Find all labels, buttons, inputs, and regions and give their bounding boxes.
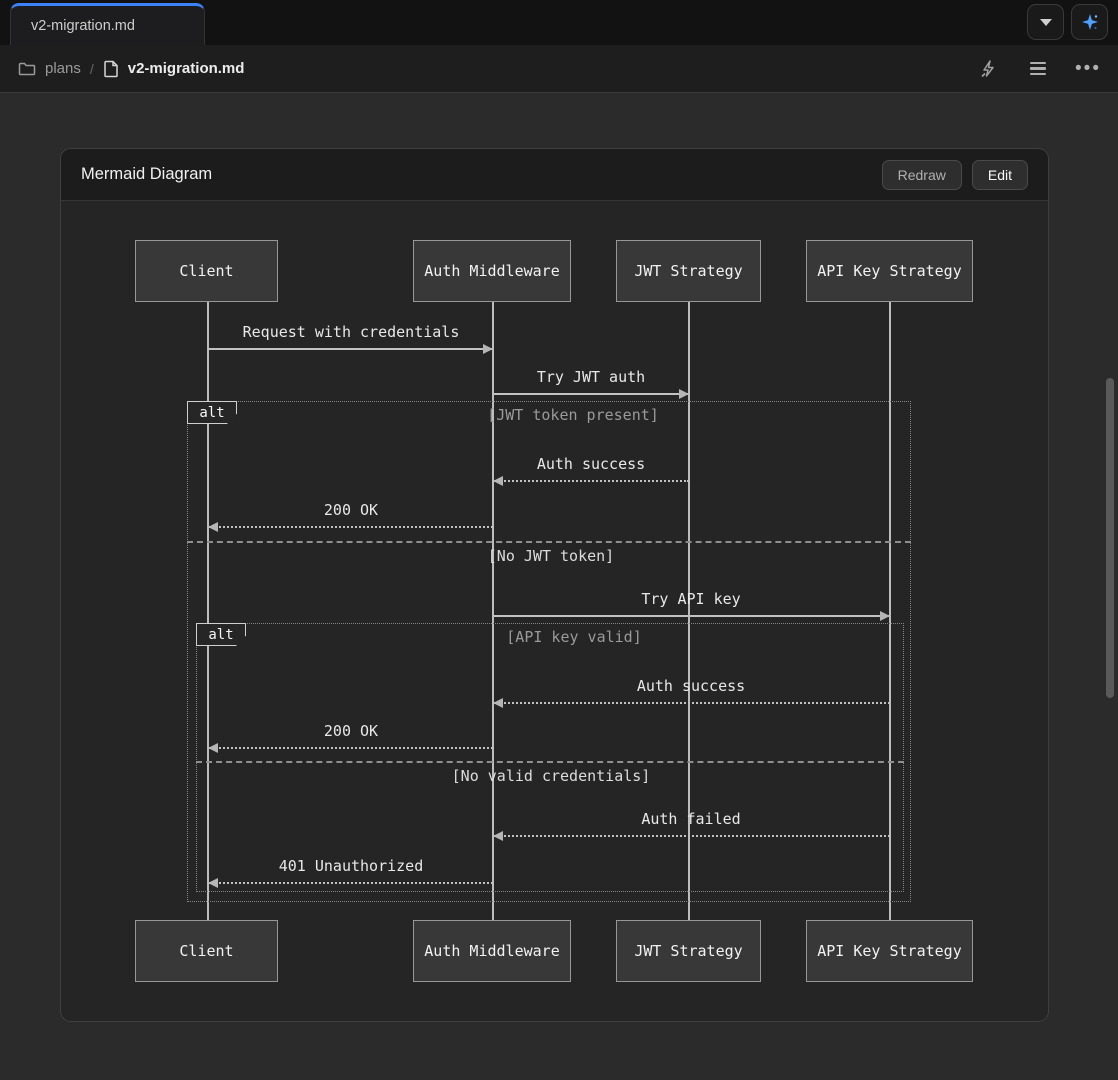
actor-auth-middleware-bottom: Auth Middleware xyxy=(413,920,571,982)
alt-condition: [API key valid] xyxy=(506,628,642,646)
message-label: Try API key xyxy=(641,590,741,608)
message-line xyxy=(493,702,890,704)
message-line xyxy=(493,393,689,395)
main-content: Mermaid Diagram Redraw Edit Client Auth … xyxy=(0,93,1118,1080)
message-line xyxy=(493,835,890,837)
message-label: 200 OK xyxy=(323,722,379,740)
breadcrumb-file[interactable]: v2-migration.md xyxy=(127,60,245,77)
panel-buttons: Redraw Edit xyxy=(881,159,1028,190)
alt-condition: [No JWT token] xyxy=(487,547,615,565)
actor-jwt-strategy-bottom: JWT Strategy xyxy=(616,920,761,982)
redraw-button[interactable]: Redraw xyxy=(881,159,962,190)
lifeline-client xyxy=(207,302,209,920)
ai-assistant-button[interactable] xyxy=(1071,4,1108,40)
panel-title: Mermaid Diagram xyxy=(81,165,213,183)
message-label: 200 OK xyxy=(323,501,379,519)
arrowhead-right xyxy=(679,389,689,399)
actor-label: JWT Strategy xyxy=(634,262,743,280)
actor-label: API Key Strategy xyxy=(817,942,962,960)
alt-frame-1-label: alt xyxy=(187,401,237,424)
message-line xyxy=(493,615,890,617)
arrowhead-right xyxy=(880,611,890,621)
alt-frame-2 xyxy=(196,623,904,892)
list-icon[interactable] xyxy=(1026,57,1050,81)
alt-condition: [No valid credentials] xyxy=(451,767,651,785)
lifeline-auth-middleware xyxy=(492,302,494,920)
message-line xyxy=(208,526,493,528)
actor-client-top: Client xyxy=(135,240,278,302)
actor-label: Auth Middleware xyxy=(424,262,560,280)
lifeline-api-key-strategy xyxy=(889,302,891,920)
arrowhead-left xyxy=(493,831,503,841)
arrowhead-left xyxy=(493,476,503,486)
actor-label: Client xyxy=(179,942,234,960)
message-line xyxy=(208,747,493,749)
message-line xyxy=(208,348,493,350)
tab-dropdown-button[interactable] xyxy=(1027,4,1064,40)
message-label: Request with credentials xyxy=(242,323,460,341)
panel-header: Mermaid Diagram Redraw Edit xyxy=(61,149,1048,201)
chevron-down-icon xyxy=(1039,18,1052,26)
breadcrumb-separator: / xyxy=(89,60,94,77)
tab-bar: v2-migration.md xyxy=(0,0,1118,45)
arrowhead-right xyxy=(483,344,493,354)
actor-auth-middleware-top: Auth Middleware xyxy=(413,240,571,302)
message-label: Auth success xyxy=(636,677,746,695)
folder-icon xyxy=(18,61,36,77)
arrowhead-left xyxy=(208,743,218,753)
message-line xyxy=(208,882,493,884)
actor-api-key-strategy-top: API Key Strategy xyxy=(806,240,973,302)
message-label: Auth success xyxy=(536,455,646,473)
tab-actions xyxy=(1027,4,1108,40)
message-label: Try JWT auth xyxy=(536,368,646,386)
ellipsis-icon[interactable]: ••• xyxy=(1075,57,1101,79)
arrowhead-left xyxy=(493,698,503,708)
tab-title: v2-migration.md xyxy=(31,17,135,34)
alt-frame-1 xyxy=(187,401,911,902)
alt-frame-1-divider xyxy=(187,541,911,543)
actor-label: Auth Middleware xyxy=(424,942,560,960)
actor-jwt-strategy-top: JWT Strategy xyxy=(616,240,761,302)
alt-frame-2-label: alt xyxy=(196,623,246,646)
breadcrumb: plans / v2-migration.md ••• xyxy=(0,45,1118,93)
breadcrumb-toolbar: ••• xyxy=(976,57,1100,81)
vertical-scrollbar[interactable] xyxy=(1106,378,1114,698)
actor-client-bottom: Client xyxy=(135,920,278,982)
message-label: Auth failed xyxy=(641,810,741,828)
message-label: 401 Unauthorized xyxy=(278,857,424,875)
mermaid-panel: Mermaid Diagram Redraw Edit Client Auth … xyxy=(60,148,1049,1022)
sparkle-icon xyxy=(1080,12,1100,32)
actor-label: API Key Strategy xyxy=(817,262,962,280)
tab-v2-migration[interactable]: v2-migration.md xyxy=(10,3,205,45)
arrowhead-left xyxy=(208,522,218,532)
edit-button[interactable]: Edit xyxy=(971,159,1028,190)
sequence-diagram: Client Auth Middleware JWT Strategy API … xyxy=(61,201,1048,1021)
alt-condition: [JWT token present] xyxy=(487,406,659,424)
actor-label: JWT Strategy xyxy=(634,942,743,960)
message-line xyxy=(493,480,689,482)
lifeline-jwt-strategy xyxy=(688,302,690,920)
actor-api-key-strategy-bottom: API Key Strategy xyxy=(806,920,973,982)
alt-frame-2-divider xyxy=(196,761,904,763)
file-icon xyxy=(103,60,119,78)
zap-icon[interactable] xyxy=(976,57,1000,81)
actor-label: Client xyxy=(179,262,234,280)
breadcrumb-folder[interactable]: plans xyxy=(45,60,81,77)
arrowhead-left xyxy=(208,878,218,888)
